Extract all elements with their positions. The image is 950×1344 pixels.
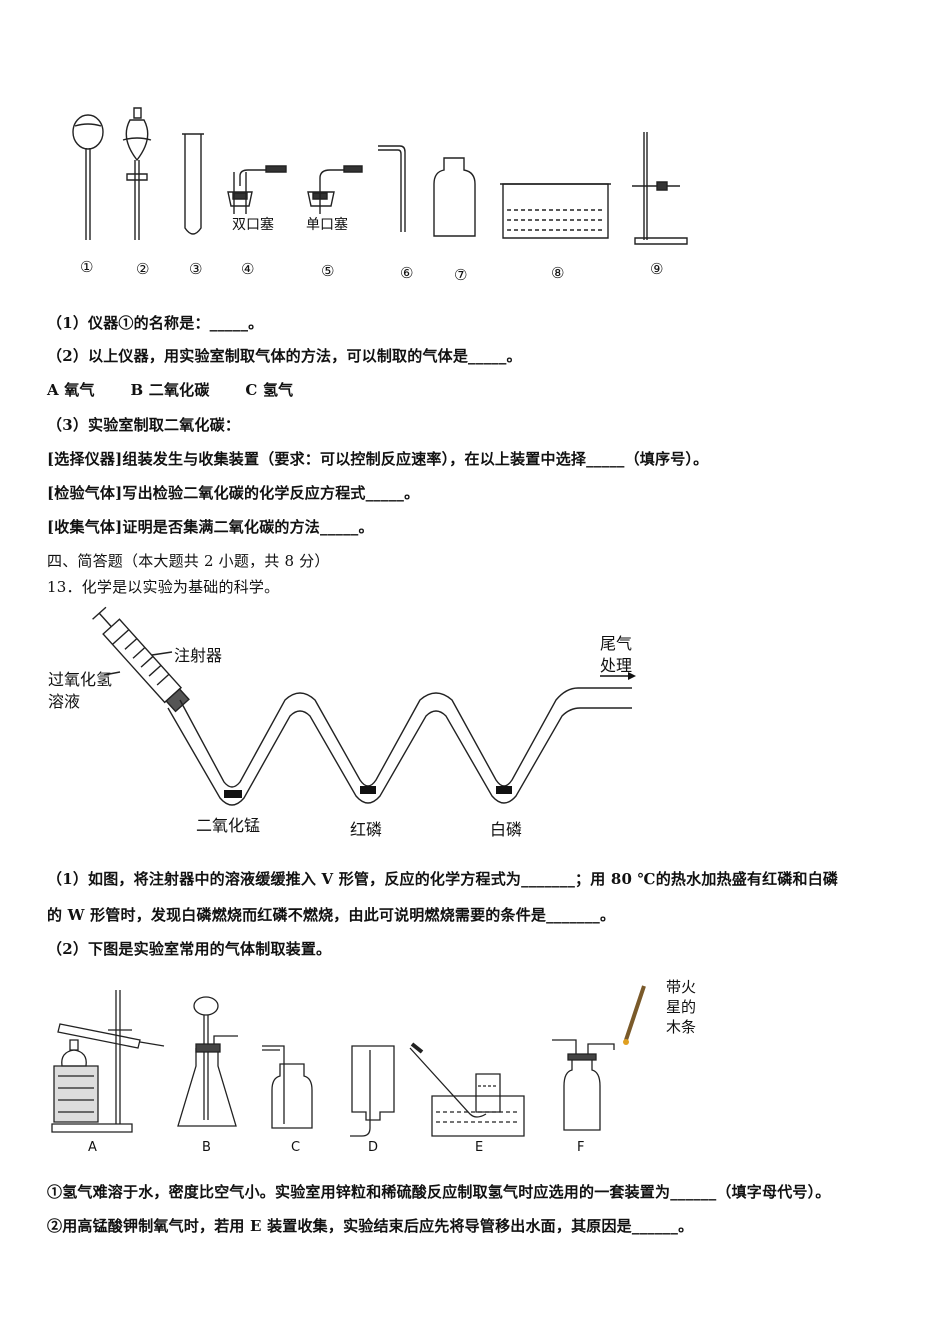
section4-title: 四、简答题（本大题共 2 小题，共 8 分） <box>47 552 330 570</box>
apparatus-label-a: A <box>88 1140 97 1155</box>
q13-part1-line1: （1）如图，将注射器中的溶液缓缓推入 V 形管，反应的化学方程式为_______… <box>47 870 839 888</box>
apparatus-b-conical-flask-icon <box>178 997 238 1126</box>
apparatus-f-gas-bottle-icon <box>552 1040 614 1130</box>
apparatus-label-e: E <box>475 1140 484 1155</box>
q12-part3: （3）实验室制取二氧化碳： <box>47 416 241 434</box>
apparatus-d-gas-bottle-icon <box>350 1046 394 1136</box>
instrument-number-6: ⑥ <box>400 264 414 282</box>
h2o2-label-line2: 溶液 <box>48 692 81 711</box>
q12-select-instruments: [选择仪器]组装发生与收集装置（要求：可以控制反应速率），在以上装置中选择___… <box>47 450 709 468</box>
q12-test-gas: [检验气体]写出检验二氧化碳的化学反应方程式_____。 <box>47 484 420 502</box>
bent-glass-tube-icon <box>378 146 405 232</box>
mno2-label: 二氧化锰 <box>196 816 261 835</box>
test-tube-icon <box>182 134 204 234</box>
q13-intro: 13．化学是以实验为基础的科学。 <box>47 578 280 596</box>
tail-gas-label-line2: 处理 <box>600 656 633 675</box>
red-phosphorus-label: 红磷 <box>350 820 383 839</box>
apparatus-c-gas-bottle-icon <box>262 1046 312 1128</box>
q13-item2: ②用高锰酸钾制氧气时，若用 E 装置收集，实验结束后应先将导管移出水面，其原因是… <box>47 1217 694 1235</box>
h2o2-label-line1: 过氧化氢 <box>48 670 113 689</box>
double-hole-stopper-icon <box>228 166 286 214</box>
instrument-number-4: ④ <box>241 260 255 278</box>
instrument-number-5: ⑤ <box>321 262 335 280</box>
syringe-icon <box>91 606 190 713</box>
q13-part2: （2）下图是实验室常用的气体制取装置。 <box>47 940 332 958</box>
white-phosphorus-mark <box>496 786 512 794</box>
apparatus-label-d: D <box>368 1140 379 1155</box>
apparatus-label-c: C <box>291 1140 301 1155</box>
q12-part1: （1）仪器①的名称是：_____。 <box>47 314 264 332</box>
white-phosphorus-label: 白磷 <box>490 820 523 839</box>
q12-options: A 氧气 B 二氧化碳 C 氢气 <box>47 381 294 399</box>
instrument-number-7: ⑦ <box>454 266 468 284</box>
single-hole-stopper-icon <box>308 166 362 214</box>
apparatus-drawing <box>0 970 950 1150</box>
instruments-drawing <box>0 0 950 300</box>
long-neck-funnel-icon <box>73 115 103 240</box>
glowing-splint-icon <box>626 986 644 1040</box>
manganese-dioxide-mark <box>224 790 242 798</box>
q13-part1-line2: 的 W 形管时，发现白磷燃烧而红磷不燃烧，由此可说明燃烧需要的条件是______… <box>47 906 616 924</box>
splint-label-line2: 星的 <box>666 998 697 1016</box>
w-tube-drawing <box>0 600 636 860</box>
syringe-label: 注射器 <box>174 646 223 665</box>
iron-stand-icon <box>632 132 687 244</box>
instrument-number-9: ⑨ <box>650 260 664 278</box>
instrument-number-8: ⑧ <box>551 264 565 282</box>
instrument-number-1: ① <box>80 258 94 276</box>
double-stopper-label: 双口塞 <box>232 217 274 233</box>
q12-part2: （2）以上仪器，用实验室制取气体的方法，可以制取的气体是_____。 <box>47 347 522 365</box>
tail-gas-label-line1: 尾气 <box>600 634 633 653</box>
apparatus-label-b: B <box>202 1140 211 1155</box>
q12-collect-gas: [收集气体]证明是否集满二氧化碳的方法_____。 <box>47 518 374 536</box>
instrument-number-2: ② <box>136 260 150 278</box>
apparatus-label-f: F <box>577 1140 585 1155</box>
apparatus-e-water-trough-icon <box>410 1044 524 1136</box>
splint-label-line1: 带火 <box>666 978 697 996</box>
q13-item1: ①氢气难溶于水，密度比空气小。实验室用锌粒和稀硫酸反应制取氢气时应选用的一套装置… <box>47 1183 831 1201</box>
instrument-number-3: ③ <box>189 260 203 278</box>
separatory-funnel-icon <box>123 108 151 240</box>
water-trough-icon <box>500 184 611 238</box>
apparatus-a-heating-icon <box>52 990 164 1132</box>
gas-collecting-bottle-icon <box>434 158 475 236</box>
single-stopper-label: 单口塞 <box>306 217 348 233</box>
red-phosphorus-mark <box>360 786 376 794</box>
splint-label-line3: 木条 <box>666 1018 697 1036</box>
